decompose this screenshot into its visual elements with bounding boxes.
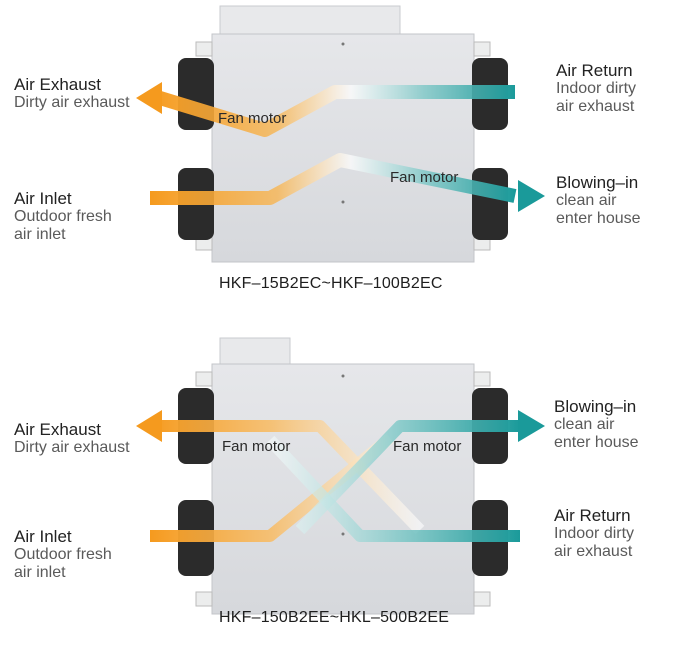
bottom-air-return-desc-1: Indoor dirty	[554, 525, 635, 542]
top-airflow-exhaust	[157, 85, 515, 137]
top-air-return-title: Air Return	[556, 61, 633, 80]
bottom-blowing-in-label: Blowing–in clean air enter house	[554, 398, 639, 452]
top-blowing-in-desc-2: enter house	[556, 210, 641, 227]
top-fan-motor-right: Fan motor	[390, 169, 459, 186]
bottom-blowing-in-desc-2: enter house	[554, 434, 639, 451]
bottom-air-exhaust-title: Air Exhaust	[14, 420, 101, 439]
top-blowing-in-desc-1: clean air	[556, 192, 617, 209]
top-air-inlet-desc-2: air inlet	[14, 226, 66, 243]
bottom-blowing-in-desc-1: clean air	[554, 416, 615, 433]
bottom-air-return-desc-2: air exhaust	[554, 543, 633, 560]
bottom-air-exhaust-label: Air Exhaust Dirty air exhaust	[14, 421, 130, 457]
top-air-inlet-desc-1: Outdoor fresh	[14, 208, 112, 225]
bottom-unit-illustration	[136, 337, 545, 615]
bottom-fan-motor-right: Fan motor	[393, 438, 462, 455]
top-air-return-desc-2: air exhaust	[556, 98, 635, 115]
top-air-exhaust-desc: Dirty air exhaust	[14, 94, 130, 111]
top-duct-right-lower	[472, 168, 508, 240]
bottom-air-inlet-label: Air Inlet Outdoor fresh air inlet	[14, 528, 112, 582]
top-blowing-in-title: Blowing–in	[556, 173, 639, 192]
bottom-air-inlet-desc-2: air inlet	[14, 564, 66, 581]
top-model-caption: HKF–15B2EC~HKF–100B2EC	[219, 275, 443, 292]
bottom-diagram: Air Exhaust Dirty air exhaust Air Inlet …	[0, 330, 680, 648]
top-air-inlet-label: Air Inlet Outdoor fresh air inlet	[14, 190, 112, 244]
top-airflow-supply	[150, 153, 517, 205]
bottom-air-return-title: Air Return	[554, 506, 631, 525]
bottom-fan-motor-left: Fan motor	[222, 438, 291, 455]
bottom-control-box	[219, 337, 291, 367]
top-exhaust-arrow-icon	[136, 82, 162, 114]
bottom-exhaust-arrow-icon	[136, 410, 162, 442]
top-air-return-label: Air Return Indoor dirty air exhaust	[556, 62, 636, 116]
bottom-airflow-exhaust	[160, 420, 425, 535]
top-fan-motor-left: Fan motor	[218, 110, 287, 127]
bottom-airflow-return	[265, 435, 520, 542]
bottom-blowing-arrow-icon	[518, 410, 545, 442]
top-blowing-in-label: Blowing–in clean air enter house	[556, 174, 641, 228]
bottom-air-inlet-title: Air Inlet	[14, 527, 72, 546]
top-unit-body	[211, 33, 475, 263]
bottom-blowing-in-title: Blowing–in	[554, 397, 637, 416]
bottom-model-caption: HKF–150B2EE~HKL–500B2EE	[219, 609, 450, 626]
top-air-inlet-title: Air Inlet	[14, 189, 72, 208]
bottom-air-exhaust-desc: Dirty air exhaust	[14, 439, 130, 456]
top-supply-arrow-icon	[518, 180, 545, 212]
top-air-return-desc-1: Indoor dirty	[556, 80, 637, 97]
top-air-exhaust-title: Air Exhaust	[14, 75, 101, 94]
top-air-exhaust-label: Air Exhaust Dirty air exhaust	[14, 76, 130, 112]
bottom-air-inlet-desc-1: Outdoor fresh	[14, 546, 112, 563]
bottom-airflow-blowing	[295, 420, 520, 535]
bottom-air-return-label: Air Return Indoor dirty air exhaust	[554, 507, 634, 561]
top-diagram: Air Exhaust Dirty air exhaust Air Inlet …	[0, 0, 680, 300]
top-unit-illustration	[136, 5, 545, 263]
